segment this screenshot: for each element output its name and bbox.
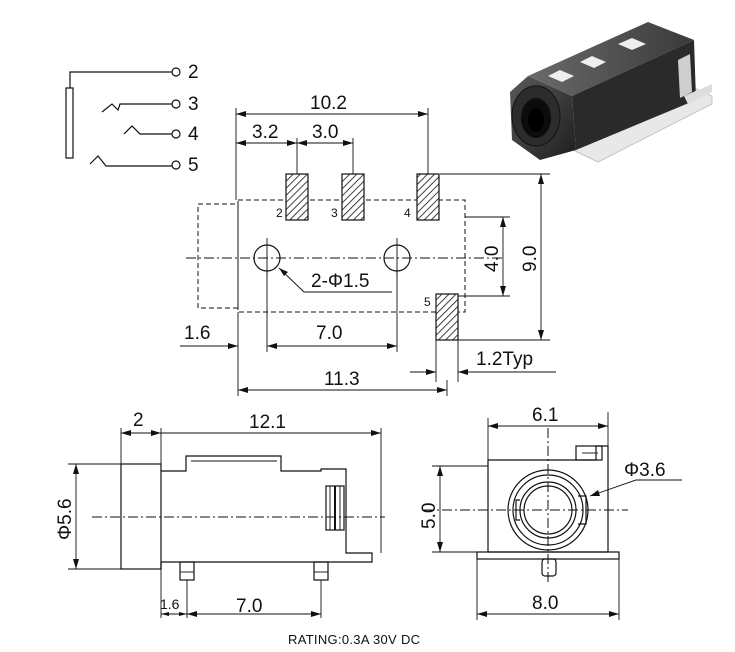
dim-height-holes: 4.0 [482, 246, 503, 272]
schematic-wire-3 [101, 103, 172, 113]
pad-4-label: 4 [404, 206, 411, 220]
side-leg-right [313, 561, 329, 581]
dim-height: 5.0 [419, 503, 440, 529]
pad-2-label: 2 [276, 206, 283, 220]
dim-leg-offset: 1.6 [160, 596, 180, 612]
audio-jack-photo-icon [510, 22, 713, 163]
schematic-wire-2 [69, 71, 172, 88]
schematic: 2 3 4 5 [65, 62, 199, 176]
footprint-view: 2 3 4 5 10.2 3.2 3.0 9.0 4.0 [180, 93, 556, 396]
dim-top-width: 6.1 [532, 405, 558, 426]
pad-5 [435, 293, 459, 341]
terminal-2-circle [171, 67, 181, 77]
terminal-5-label: 5 [188, 155, 199, 176]
pad-4 [416, 173, 440, 221]
terminal-3-circle [171, 99, 181, 109]
dim-diameter: Φ5.6 [55, 498, 76, 540]
dim-base-width: 8.0 [532, 593, 558, 614]
dim-pitch-a: 3.2 [252, 122, 278, 143]
dim-body-length: 12.1 [249, 412, 286, 433]
pad-3 [341, 173, 365, 221]
side-view: 2 12.1 Φ5.6 1.6 7.0 [55, 410, 385, 618]
dim-overall-length: 11.3 [324, 369, 360, 390]
side-leg-left [179, 561, 195, 581]
terminal-3-label: 3 [188, 94, 199, 115]
dim-overall-pads: 10.2 [310, 93, 347, 114]
dim-bore: Φ3.6 [624, 460, 666, 481]
dim-hole-spacing: 7.0 [316, 323, 342, 344]
rating-text: RATING:0.3A 30V DC [288, 632, 420, 647]
terminal-4-circle [171, 129, 181, 139]
footprint-flange-outline [197, 203, 239, 309]
pad-2 [285, 173, 309, 221]
dim-pitch-b: 3.0 [312, 122, 338, 143]
pad-3-label: 3 [331, 206, 338, 220]
dim-height-total: 9.0 [520, 246, 541, 272]
schematic-sleeve-bar [65, 87, 74, 159]
schematic-wire-4 [123, 125, 172, 135]
dim-leg-spacing: 7.0 [236, 596, 262, 617]
terminal-2-label: 2 [188, 62, 199, 83]
dim-flange: 2 [133, 410, 144, 431]
pad-5-label: 5 [424, 295, 431, 309]
hole-callout: 2-Φ1.5 [311, 271, 369, 292]
terminal-4-label: 4 [188, 124, 199, 145]
dim-left-offset: 1.6 [184, 323, 210, 344]
dim-pad-width: 1.2Typ [476, 349, 533, 370]
schematic-wire-5 [89, 155, 172, 167]
front-view: 6.1 Φ3.6 5.0 8.0 [419, 405, 682, 620]
terminal-5-circle [171, 160, 181, 170]
